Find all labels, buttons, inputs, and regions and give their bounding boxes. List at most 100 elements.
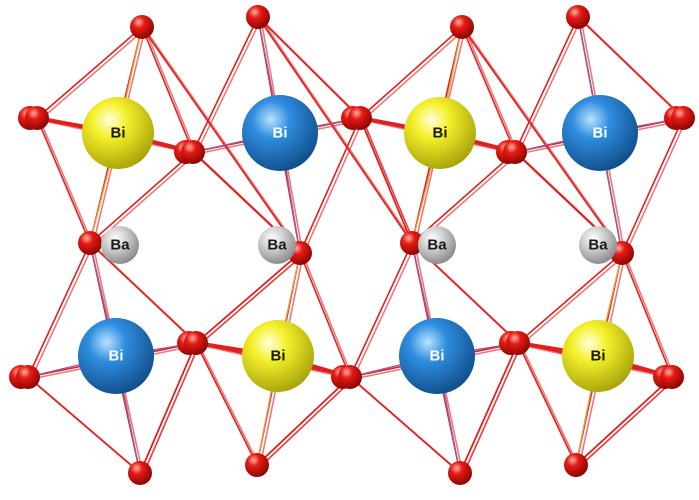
octahedron-edge bbox=[349, 242, 413, 378]
octahedron-edge bbox=[257, 16, 413, 244]
ba-label: Ba bbox=[267, 237, 287, 254]
octahedron-edge bbox=[36, 117, 91, 244]
octahedron-edge-shadow bbox=[362, 119, 416, 246]
octahedron-edge-shadow bbox=[362, 28, 466, 121]
octahedron-edge-shadow bbox=[520, 254, 626, 346]
octahedron-edge-shadow bbox=[624, 254, 676, 380]
bi-atom bbox=[82, 97, 154, 169]
octahedron-edge-shadow bbox=[517, 18, 582, 155]
octahedron-edge-shadow bbox=[92, 244, 200, 346]
oxygen-atom bbox=[181, 140, 205, 164]
ba-label: Ba bbox=[427, 237, 447, 254]
oxygen-atom bbox=[128, 461, 152, 485]
octahedron-edge-shadow bbox=[260, 18, 416, 246]
octahedron-edge bbox=[517, 252, 623, 344]
bi-atom bbox=[562, 95, 638, 171]
oxygen-atom bbox=[566, 5, 590, 29]
octahedron-edge-shadow bbox=[260, 18, 364, 121]
octahedron-edge bbox=[299, 117, 361, 254]
octahedron-edge-shadow bbox=[352, 244, 416, 380]
oxygen-atom bbox=[338, 365, 362, 389]
oxygen-atom bbox=[348, 106, 372, 130]
octahedron-edge-shadow bbox=[464, 28, 519, 155]
oxygen-atom bbox=[450, 15, 474, 39]
octahedron-edge bbox=[89, 151, 194, 244]
octahedron-edge-shadow bbox=[198, 344, 261, 468]
bi-atom bbox=[78, 318, 154, 394]
ba-atom bbox=[258, 226, 296, 264]
ba-atom bbox=[418, 226, 456, 264]
octahedron-edge-shadow bbox=[302, 254, 354, 380]
oxygen-atom bbox=[78, 231, 102, 255]
bi-label: Bi bbox=[111, 125, 126, 142]
oxygen-atom bbox=[400, 231, 424, 255]
octahedron-edge bbox=[359, 26, 463, 119]
bi-label: Bi bbox=[591, 348, 606, 365]
octahedron-edge bbox=[575, 376, 673, 466]
oxygen-atom bbox=[16, 365, 40, 389]
octahedron-edge bbox=[514, 16, 579, 153]
octahedron-edge-shadow bbox=[144, 28, 304, 256]
octahedron-edge bbox=[621, 117, 684, 254]
octahedron-edge bbox=[141, 26, 301, 254]
ba-atom bbox=[101, 226, 139, 264]
oxygen-atom bbox=[660, 365, 684, 389]
octahedron-edge bbox=[27, 242, 91, 378]
octahedron-edge bbox=[621, 252, 673, 378]
oxygen-atom bbox=[25, 106, 49, 130]
octahedron-edge bbox=[141, 26, 194, 153]
octahedron-edge-shadow bbox=[198, 254, 304, 346]
octahedron-edge-shadow bbox=[30, 378, 144, 476]
bi-label: Bi bbox=[273, 125, 288, 142]
octahedron-edge bbox=[36, 26, 143, 119]
bi-label: Bi bbox=[593, 125, 608, 142]
octahedron-edge bbox=[461, 26, 516, 153]
octahedron-edge-shadow bbox=[580, 18, 687, 121]
oxygen-atom bbox=[245, 453, 269, 477]
oxygen-atom bbox=[671, 106, 695, 130]
octahedron-edge-shadow bbox=[259, 378, 354, 468]
oxygen-atom bbox=[130, 15, 154, 39]
ba-label: Ba bbox=[588, 237, 608, 254]
octahedron-edge bbox=[256, 376, 351, 466]
octahedron-edge-shadow bbox=[462, 344, 522, 476]
octahedron-edge bbox=[195, 252, 301, 344]
octahedron-edge bbox=[461, 26, 623, 254]
octahedron-edge-shadow bbox=[302, 119, 364, 256]
bi-atom bbox=[242, 320, 314, 392]
oxygen-atom bbox=[246, 5, 270, 29]
bi-atom bbox=[562, 320, 634, 392]
octahedron-edge-shadow bbox=[142, 344, 200, 476]
octahedron-edge-shadow bbox=[352, 378, 464, 476]
octahedron-edge bbox=[359, 117, 413, 244]
oxygen-atom bbox=[503, 140, 527, 164]
octahedron-edge-shadow bbox=[144, 28, 197, 155]
bi-label: Bi bbox=[271, 348, 286, 365]
octahedron-edge-shadow bbox=[30, 244, 94, 380]
octahedron-edge-shadow bbox=[195, 18, 262, 155]
octahedron-edge bbox=[299, 252, 351, 378]
bi-label: Bi bbox=[433, 125, 448, 142]
octahedron-edge-shadow bbox=[578, 378, 676, 468]
octahedron-edge-shadow bbox=[624, 119, 687, 256]
oxygen-atom bbox=[506, 331, 530, 355]
octahedron-edge-shadow bbox=[464, 28, 626, 256]
bi-atom bbox=[404, 97, 476, 169]
bi-label: Bi bbox=[109, 348, 124, 365]
bi-atom bbox=[399, 318, 475, 394]
oxygen-atom bbox=[564, 453, 588, 477]
octahedron-edge bbox=[139, 342, 197, 474]
ba-label: Ba bbox=[110, 237, 130, 254]
oxygen-atom bbox=[448, 461, 472, 485]
bi-atom bbox=[242, 95, 318, 171]
octahedron-edge bbox=[517, 342, 577, 466]
ba-atom bbox=[579, 226, 617, 264]
octahedron-edge bbox=[459, 342, 519, 474]
octahedron-edge bbox=[195, 342, 258, 466]
octahedron-edge bbox=[192, 16, 259, 153]
bi-label: Bi bbox=[430, 348, 445, 365]
oxygen-atom bbox=[184, 331, 208, 355]
